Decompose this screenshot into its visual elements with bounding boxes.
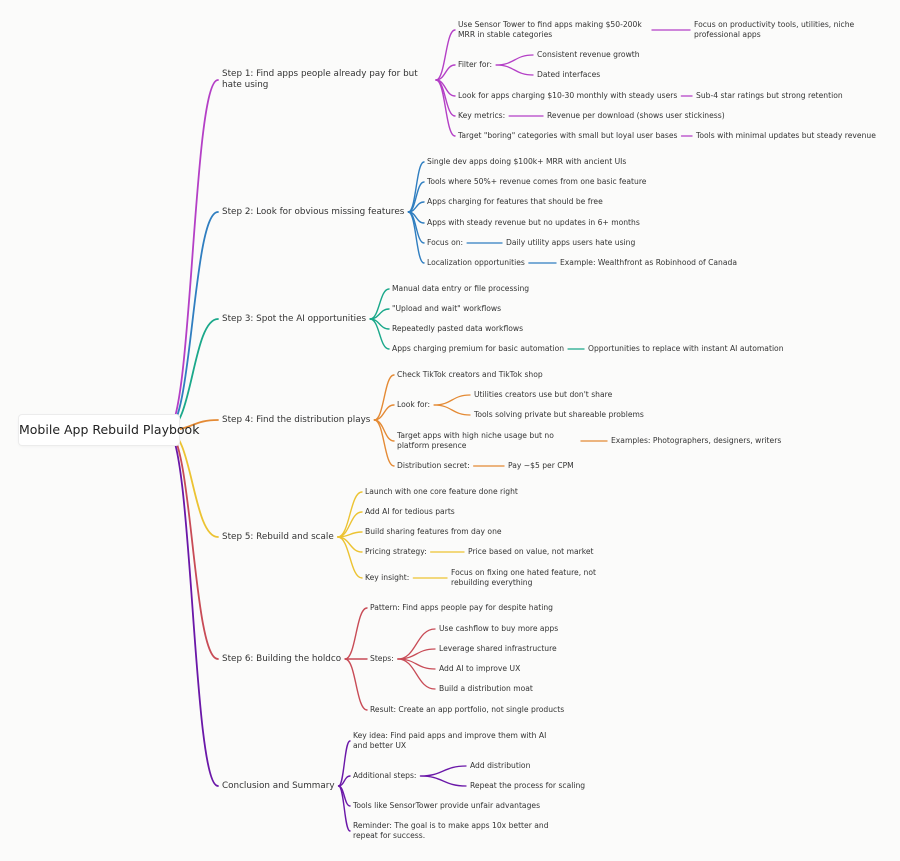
connector-1-1	[435, 29, 456, 81]
connector-2-6	[407, 211, 425, 264]
branch-7-label[interactable]: Conclusion and Summary	[222, 780, 335, 791]
connector-4-2-1	[433, 394, 471, 406]
connector-3-4	[369, 318, 390, 350]
branch-4-label[interactable]: Step 4: Find the distribution plays	[222, 414, 371, 425]
connector-6-3	[344, 658, 368, 711]
node-apps-with-steady-revenue-but-no-updates-[interactable]: Apps with steady revenue but no updates …	[427, 218, 640, 227]
leaf-tools-with-minimal-updates-but-steady-re[interactable]: Tools with minimal updates but steady re…	[696, 131, 876, 140]
leaf-price-based-on-value-not-market[interactable]: Price based on value, not market	[468, 547, 594, 556]
leaf-consistent-revenue-growth[interactable]: Consistent revenue growth	[537, 50, 640, 59]
leaf-examples-photographers-designers-writers[interactable]: Examples: Photographers, designers, writ…	[611, 436, 782, 445]
branch-connector-7	[166, 429, 219, 787]
leaf-focus-on-fixing-one-hated-feature-not-re[interactable]: Focus on fixing one hated feature, not r…	[451, 568, 596, 587]
connector-5-1	[337, 491, 363, 538]
node-tools-where-50-revenue-comes-from-one-ba[interactable]: Tools where 50%+ revenue comes from one …	[427, 177, 647, 186]
node-target-apps-with-high-niche-usage-but-no[interactable]: Target apps with high niche usage but no…	[397, 431, 554, 450]
connector-7-4	[337, 785, 351, 832]
node-upload-and-wait-workflows[interactable]: "Upload and wait" workflows	[392, 304, 502, 313]
connector-2-1	[407, 161, 425, 213]
node-apps-charging-premium-for-basic-automati[interactable]: Apps charging premium for basic automati…	[392, 344, 565, 353]
node-additional-steps[interactable]: Additional steps:	[353, 771, 417, 780]
node-distribution-secret[interactable]: Distribution secret:	[397, 461, 470, 470]
root-node[interactable]: Mobile App Rebuild Playbook	[19, 415, 199, 445]
connector-4-2-2	[433, 404, 471, 416]
leaf-focus-on-productivity-tools-utilities-ni[interactable]: Focus on productivity tools, utilities, …	[694, 20, 855, 39]
leaf-repeat-the-process-for-scaling[interactable]: Repeat the process for scaling	[470, 781, 586, 790]
node-filter-for[interactable]: Filter for:	[458, 60, 493, 69]
node-add-ai-for-tedious-parts[interactable]: Add AI for tedious parts	[365, 507, 455, 516]
node-key-metrics[interactable]: Key metrics:	[458, 111, 506, 120]
connector-6-2-4	[397, 658, 436, 690]
leaf-build-a-distribution-moat[interactable]: Build a distribution moat	[439, 684, 533, 693]
node-steps[interactable]: Steps:	[370, 654, 394, 663]
leaf-example-wealthfront-as-robinhood-of-cana[interactable]: Example: Wealthfront as Robinhood of Can…	[560, 258, 737, 267]
connector-4-2	[373, 404, 395, 421]
leaf-sub-4-star-ratings-but-strong-retention[interactable]: Sub-4 star ratings but strong retention	[696, 91, 843, 100]
connector-1-2-2	[495, 64, 534, 76]
connector-7-2-1	[419, 765, 467, 777]
branch-connector-5	[166, 429, 219, 538]
node-result-create-an-app-portfolio-not-singl[interactable]: Result: Create an app portfolio, not sin…	[370, 705, 565, 714]
node-focus-on[interactable]: Focus on:	[427, 238, 464, 247]
node-pricing-strategy[interactable]: Pricing strategy:	[365, 547, 427, 556]
node-pattern-find-apps-people-pay-for-despite[interactable]: Pattern: Find apps people pay for despit…	[370, 603, 553, 612]
leaf-leverage-shared-infrastructure[interactable]: Leverage shared infrastructure	[439, 644, 557, 653]
leaf-daily-utility-apps-users-hate-using[interactable]: Daily utility apps users hate using	[506, 238, 636, 247]
connector-1-2-1	[495, 54, 534, 66]
branch-6-label[interactable]: Step 6: Building the holdco	[222, 653, 342, 664]
node-repeatedly-pasted-data-workflows[interactable]: Repeatedly pasted data workflows	[392, 324, 524, 333]
node-key-insight[interactable]: Key insight:	[365, 573, 410, 582]
connector-6-1	[344, 607, 368, 660]
connector-5-5	[337, 536, 363, 579]
leaf-add-distribution[interactable]: Add distribution	[470, 761, 531, 770]
node-build-sharing-features-from-day-one[interactable]: Build sharing features from day one	[365, 527, 502, 536]
leaf-utilities-creators-use-but-don-t-share[interactable]: Utilities creators use but don't share	[474, 390, 613, 399]
node-manual-data-entry-or-file-processing[interactable]: Manual data entry or file processing	[392, 284, 530, 293]
node-key-idea-find-paid-apps-and-improve-them[interactable]: Key idea: Find paid apps and improve the…	[353, 731, 547, 750]
connector-4-4	[373, 419, 395, 467]
connector-1-5	[435, 79, 456, 137]
branch-2-label[interactable]: Step 2: Look for obvious missing feature…	[222, 206, 405, 217]
branch-connector-6	[166, 429, 219, 660]
branch-3-label[interactable]: Step 3: Spot the AI opportunities	[222, 313, 367, 324]
node-target-boring-categories-with-small-but-[interactable]: Target "boring" categories with small bu…	[458, 131, 678, 140]
leaf-dated-interfaces[interactable]: Dated interfaces	[537, 70, 601, 79]
connector-4-3	[373, 419, 395, 442]
leaf-tools-solving-private-but-shareable-prob[interactable]: Tools solving private but shareable prob…	[474, 410, 644, 419]
leaf-pay-5-per-cpm[interactable]: Pay ~$5 per CPM	[508, 461, 574, 470]
node-reminder-the-goal-is-to-make-apps-10x-be[interactable]: Reminder: The goal is to make apps 10x b…	[353, 821, 549, 840]
node-use-sensor-tower-to-find-apps-making-50-[interactable]: Use Sensor Tower to find apps making $50…	[458, 20, 642, 39]
connector-1-2	[435, 64, 456, 81]
node-tools-like-sensortower-provide-unfair-ad[interactable]: Tools like SensorTower provide unfair ad…	[353, 801, 541, 810]
branch-1-label[interactable]: Step 1: Find apps people already pay for…	[222, 69, 418, 90]
connector-7-2-2	[419, 775, 467, 787]
node-single-dev-apps-doing-100k-mrr-with-anci[interactable]: Single dev apps doing $100k+ MRR with an…	[427, 157, 627, 166]
leaf-add-ai-to-improve-ux[interactable]: Add AI to improve UX	[439, 664, 521, 673]
node-apps-charging-for-features-that-should-b[interactable]: Apps charging for features that should b…	[427, 197, 603, 206]
node-launch-with-one-core-feature-done-right[interactable]: Launch with one core feature done right	[365, 487, 518, 496]
node-look-for[interactable]: Look for:	[397, 400, 431, 409]
branch-connector-3	[166, 318, 219, 431]
node-localization-opportunities[interactable]: Localization opportunities	[427, 258, 525, 267]
node-check-tiktok-creators-and-tiktok-shop[interactable]: Check TikTok creators and TikTok shop	[397, 370, 543, 379]
connector-4-1	[373, 374, 395, 421]
leaf-use-cashflow-to-buy-more-apps[interactable]: Use cashflow to buy more apps	[439, 624, 559, 633]
leaf-opportunities-to-replace-with-instant-ai[interactable]: Opportunities to replace with instant AI…	[588, 344, 784, 353]
branch-connector-1	[166, 79, 219, 431]
node-look-for-apps-charging-10-30-monthly-wit[interactable]: Look for apps charging $10-30 monthly wi…	[458, 91, 678, 100]
connector-7-1	[337, 740, 351, 787]
leaf-revenue-per-download-shows-user-stickine[interactable]: Revenue per download (shows user stickin…	[547, 111, 725, 120]
branch-5-label[interactable]: Step 5: Rebuild and scale	[222, 531, 334, 542]
